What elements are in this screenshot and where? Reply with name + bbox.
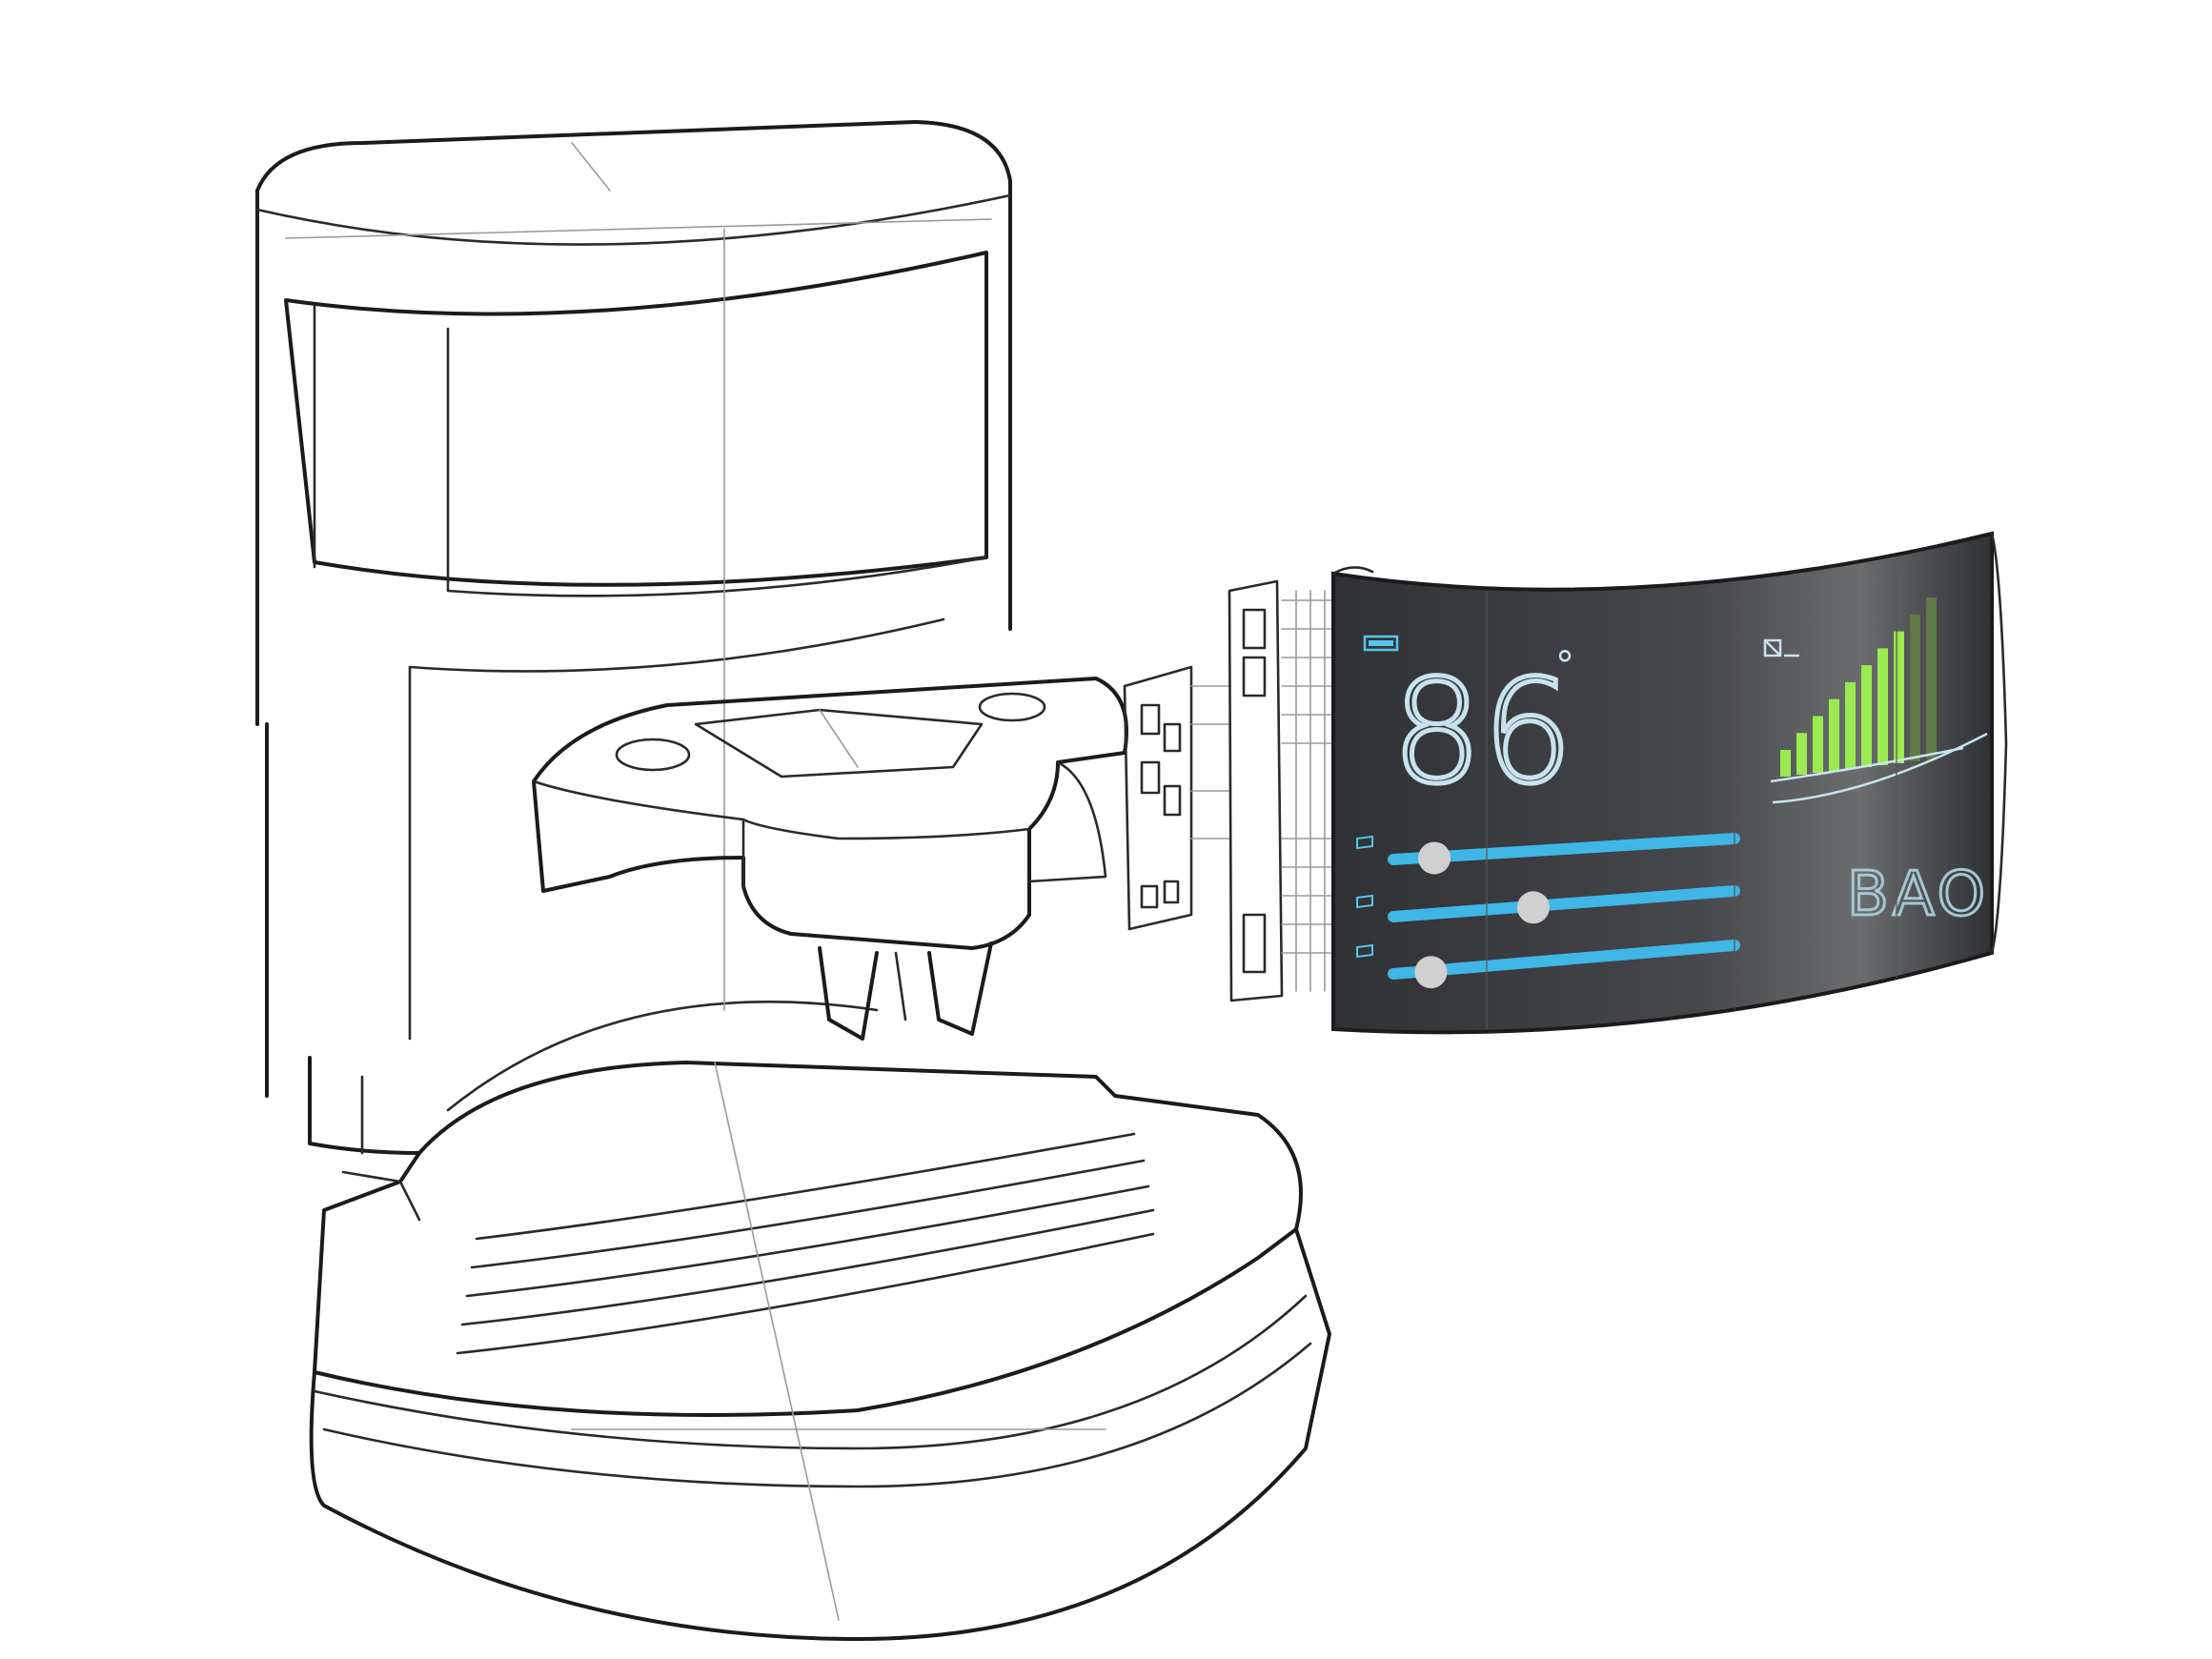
dock-tower [255,120,1012,1155]
signal-bar [1845,681,1856,769]
signal-bar [1861,665,1872,767]
dock-base [309,1061,1331,1641]
slider-knob[interactable] [1418,841,1451,875]
signal-bar [1796,733,1807,775]
mode-code-text: BAOE [1847,860,2031,930]
slider-knob[interactable] [1414,956,1448,989]
slider-track[interactable] [1388,885,1740,922]
slider-knob[interactable] [1516,891,1550,924]
signal-bar [1780,750,1791,777]
signal-bar [1926,597,1937,759]
signal-bar [1877,648,1888,765]
connector-assembly [1123,579,1335,1002]
slider-track[interactable] [1388,940,1740,980]
nozzle-arm [532,677,1128,1041]
temperature-readout: 86 [1391,650,1573,816]
signal-bar [1910,614,1920,761]
curved-display: 86 ° B [1331,531,2031,1035]
tiny-indicator-icon [1356,835,1373,959]
signal-bar [1829,698,1839,771]
slider-group [1388,833,1740,989]
signal-bar [1894,631,1904,763]
battery-icon [1363,635,1399,652]
signal-bar [1813,716,1823,773]
signal-bars [1780,597,1937,777]
mini-chevron-icon [1763,638,1799,658]
degree-symbol: ° [1555,644,1574,688]
